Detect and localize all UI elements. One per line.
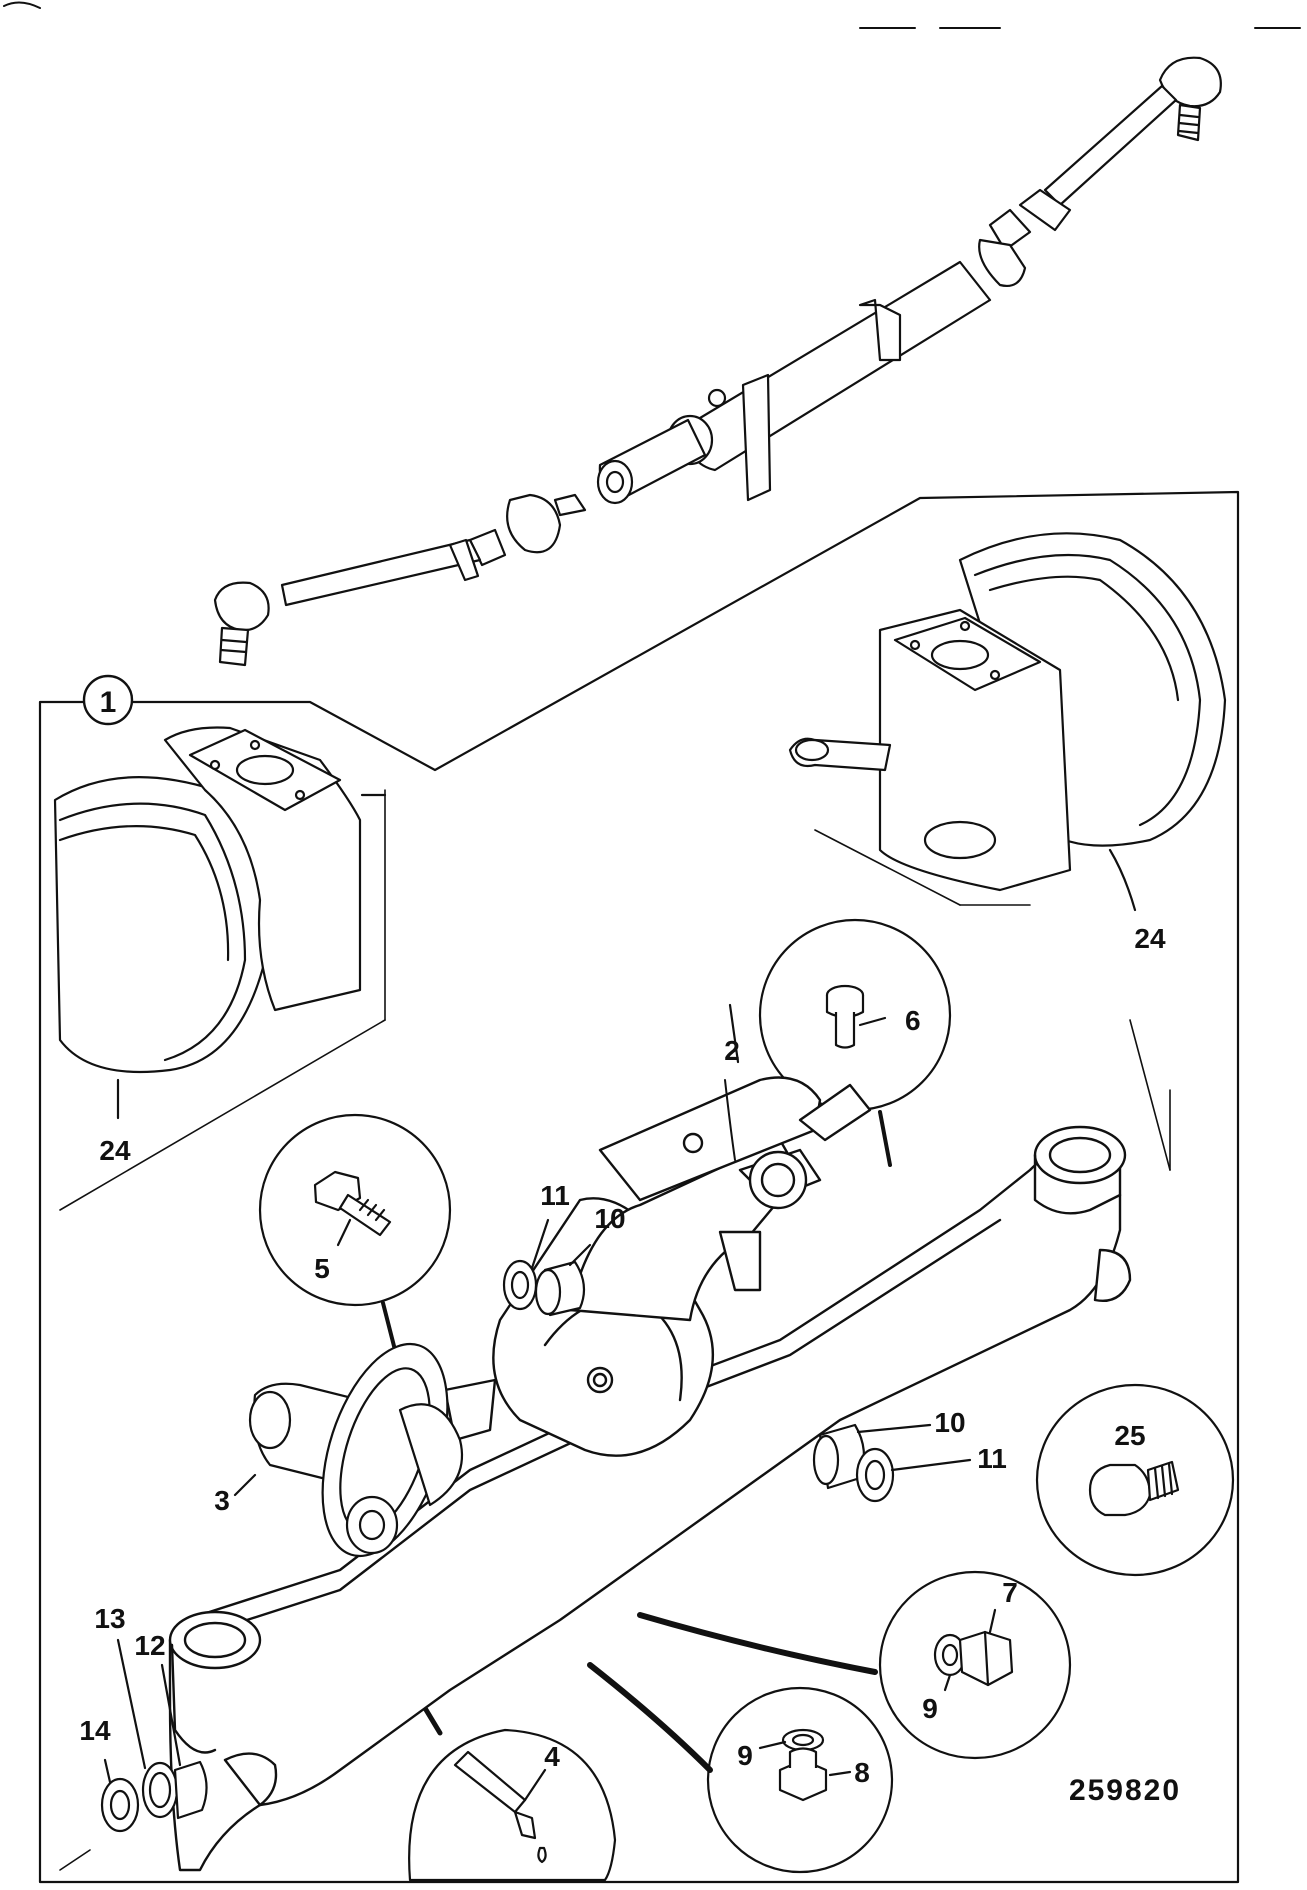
callout-6: 6 xyxy=(905,1005,921,1036)
illustration-reference: 259820 xyxy=(1069,1774,1181,1807)
callout-4: 4 xyxy=(544,1741,560,1772)
callout-7: 7 xyxy=(1002,1577,1018,1608)
callout-9-right: 9 xyxy=(922,1693,938,1724)
callout-24-left: 24 xyxy=(99,1135,131,1166)
detail-bubble-5 xyxy=(258,1113,452,1352)
axle-beam xyxy=(168,1003,1132,1872)
callout-11-upper: 11 xyxy=(540,1180,570,1211)
pinion-flange xyxy=(233,1342,464,1558)
bush-seal-right xyxy=(812,1423,972,1503)
bush-12 xyxy=(173,1760,208,1820)
callout-3: 3 xyxy=(214,1485,230,1516)
guide-lines xyxy=(59,789,1171,1871)
callout-10-upper: 10 xyxy=(594,1203,625,1234)
grease-nipple xyxy=(682,1132,704,1154)
callout-13: 13 xyxy=(94,1603,125,1634)
blanking-plug xyxy=(1088,1463,1152,1517)
callout-5: 5 xyxy=(314,1253,330,1284)
callout-2: 2 xyxy=(724,1035,740,1066)
detail-bubble-7 xyxy=(637,1570,1072,1760)
right-wheel-hub xyxy=(788,532,1227,912)
callout-25: 25 xyxy=(1114,1420,1145,1451)
callout-10-right: 10 xyxy=(934,1407,965,1438)
left-wheel-hub xyxy=(53,726,387,1120)
detail-bubble-8 xyxy=(587,1662,894,1874)
callout-11-right: 11 xyxy=(977,1443,1007,1474)
callout-circle-1 xyxy=(82,674,134,726)
callout-12: 12 xyxy=(134,1630,165,1661)
scan-marks xyxy=(3,1,1301,29)
callout-8: 8 xyxy=(854,1757,870,1788)
callout-9-left: 9 xyxy=(737,1740,753,1771)
steering-cylinder-assembly xyxy=(213,56,1222,667)
detail-bubble-25 xyxy=(1035,1383,1235,1577)
callout-1: 1 xyxy=(100,686,117,719)
callout-14: 14 xyxy=(79,1715,111,1746)
kit-boundary: 1 xyxy=(38,490,1240,1884)
callout-24-right: 24 xyxy=(1134,923,1166,954)
detail-bubble-6 xyxy=(758,918,952,1167)
bush-seal-upper xyxy=(502,1218,592,1317)
pivot-seals-left xyxy=(100,1638,208,1833)
right-ball-joint xyxy=(1158,56,1222,142)
